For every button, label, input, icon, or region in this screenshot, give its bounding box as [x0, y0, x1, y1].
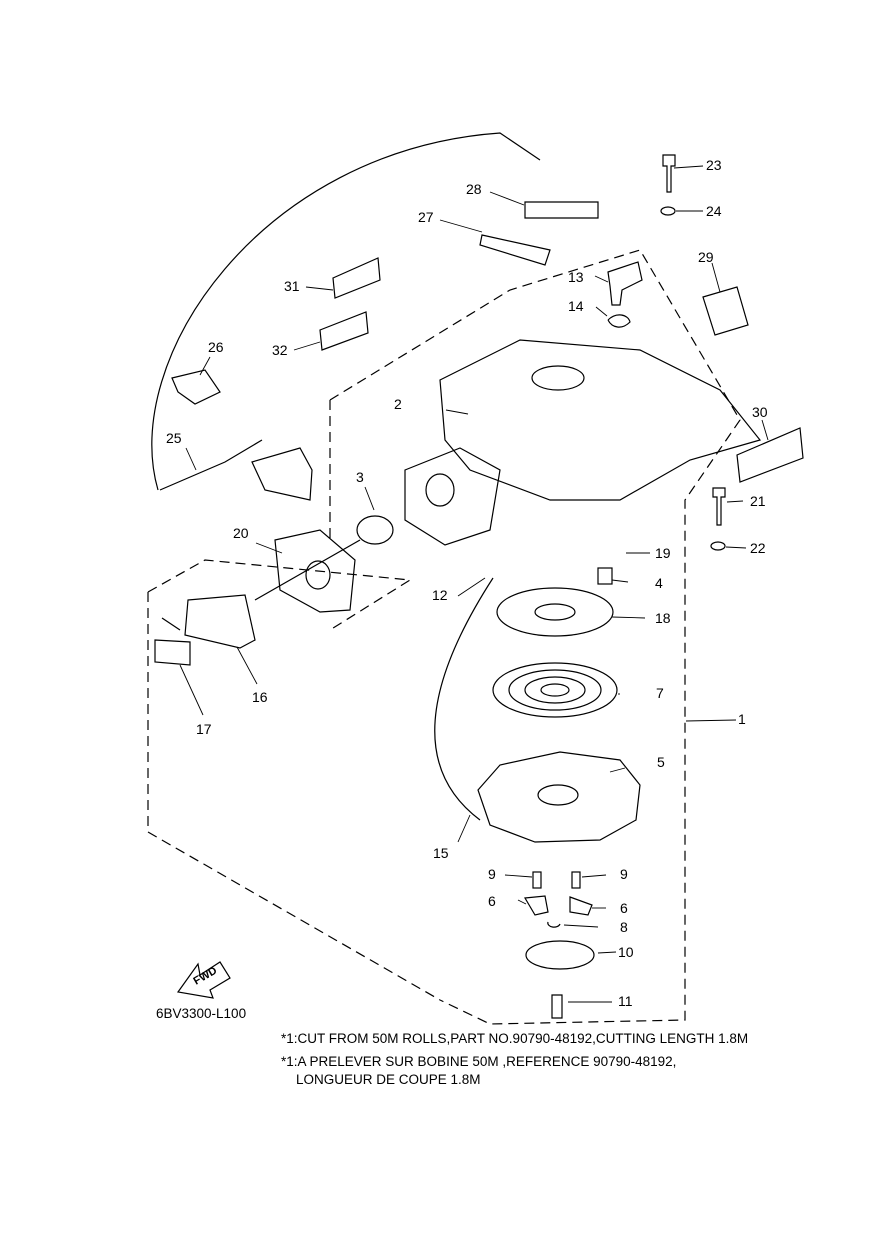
callout-10: 10	[618, 944, 634, 960]
decal-29	[702, 286, 749, 336]
callout-2: 2	[394, 396, 402, 412]
washer-22	[710, 541, 726, 551]
grip-opening	[305, 560, 331, 590]
callout-18: 18	[655, 610, 671, 626]
callout-8: 8	[620, 919, 628, 935]
spring-14	[607, 314, 631, 328]
note-line-1: *1:CUT FROM 50M ROLLS,PART NO.90790-4819…	[281, 1031, 749, 1046]
decal-31	[332, 257, 381, 299]
bolt-23	[662, 154, 676, 193]
callout-9-right: 9	[620, 866, 628, 882]
rope-guide-bracket	[404, 447, 501, 546]
cable-bracket	[251, 447, 313, 501]
callout-28: 28	[466, 181, 482, 197]
callout-16: 16	[252, 689, 268, 705]
spiral-spring-7	[492, 662, 618, 718]
callout-31: 31	[284, 278, 300, 294]
housing-hub	[531, 365, 585, 391]
decal-27	[479, 234, 551, 266]
callout-11: 11	[618, 993, 633, 1009]
callout-7: 7	[656, 685, 664, 701]
handle-grip-20	[274, 529, 356, 613]
spring-coil-core	[540, 683, 570, 697]
callout-3: 3	[356, 469, 364, 485]
washer-24	[660, 206, 676, 216]
bolt-11	[551, 994, 563, 1019]
callout-20: 20	[233, 525, 249, 541]
decal-30	[736, 427, 804, 483]
callout-17: 17	[196, 721, 212, 737]
note-line-2: *1:A PRELEVER SUR BOBINE 50M ,REFERENCE …	[281, 1054, 677, 1069]
callout-12: 12	[432, 587, 448, 603]
callout-14: 14	[568, 298, 584, 314]
callout-6-right: 6	[620, 900, 628, 916]
collar-4	[597, 567, 613, 585]
callout-32: 32	[272, 342, 288, 358]
callout-15: 15	[433, 845, 449, 861]
callout-6-left: 6	[488, 893, 496, 909]
starter-rope	[434, 577, 494, 821]
drive-plate-10	[525, 940, 595, 970]
leader-lines	[179, 165, 769, 1003]
clamp-26	[171, 369, 221, 405]
callout-9-left: 9	[488, 866, 496, 882]
assembly-outline-1	[329, 249, 741, 1025]
pawl-6-right	[569, 896, 593, 916]
callout-13: 13	[568, 269, 584, 285]
spring-coil	[508, 669, 602, 711]
decal-32	[319, 311, 369, 351]
lock-arm-13	[607, 261, 643, 306]
spring-plate-18	[496, 587, 614, 637]
sheave-drum-5	[477, 751, 641, 843]
callout-29: 29	[698, 249, 714, 265]
callout-21: 21	[750, 493, 766, 509]
control-cable	[151, 132, 541, 491]
callout-26: 26	[208, 339, 224, 355]
cable-end-25	[159, 439, 263, 491]
diagram-code: 6BV3300-L100	[156, 1006, 247, 1021]
assembly-outline-16	[147, 559, 441, 1001]
note-line-3: LONGUEUR DE COUPE 1.8M	[296, 1072, 481, 1087]
starter-handle-16	[184, 594, 256, 649]
starter-housing	[439, 339, 762, 501]
callout-23: 23	[706, 157, 722, 173]
bolt-21	[712, 487, 726, 526]
callout-1: 1	[738, 711, 746, 727]
callout-5: 5	[657, 754, 665, 770]
callout-27: 27	[418, 209, 434, 225]
callout-19: 19	[655, 545, 671, 561]
spring-coil-inner	[524, 676, 586, 704]
rope-guide	[356, 515, 394, 545]
spring-9-left	[532, 871, 542, 889]
handle-clip-17	[154, 617, 191, 666]
handle-rope	[254, 539, 361, 601]
decal-28	[524, 201, 599, 219]
callout-25: 25	[166, 430, 182, 446]
plate-center	[534, 603, 576, 621]
bracket-hole	[425, 473, 455, 507]
spring-9-right	[571, 871, 581, 889]
callout-labels: 1 2 3 4 5 6 6 7 8 9 9 10 11 12 13 14 15 …	[166, 157, 768, 1009]
callout-22: 22	[750, 540, 766, 556]
pawl-6-left	[524, 895, 549, 916]
callout-30: 30	[752, 404, 768, 420]
callout-24: 24	[706, 203, 722, 219]
drum-hub	[537, 784, 579, 806]
circlip-8	[547, 921, 561, 928]
fwd-arrow-icon	[176, 961, 231, 999]
callout-4: 4	[655, 575, 663, 591]
